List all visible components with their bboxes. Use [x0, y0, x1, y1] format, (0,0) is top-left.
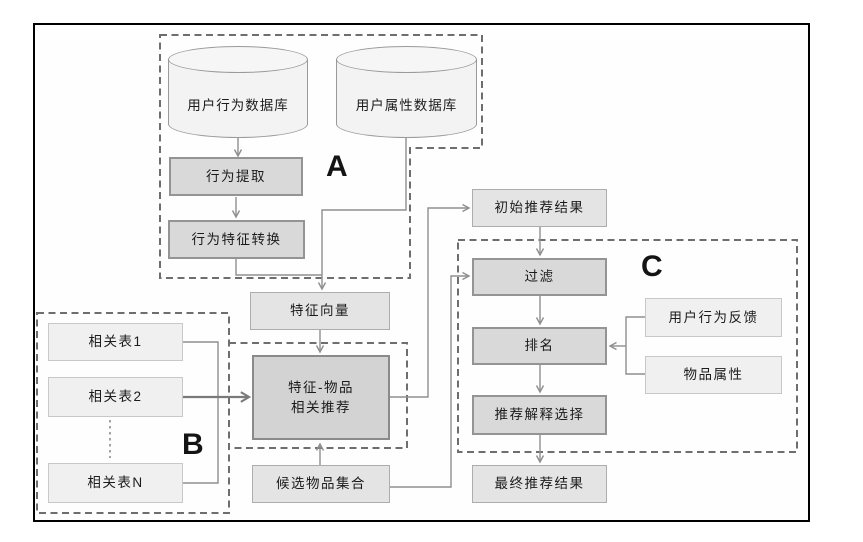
node-related-table-1: 相关表1 [48, 323, 183, 361]
node-ranking: 排名 [472, 327, 607, 365]
node-behavior-extract: 行为提取 [169, 157, 303, 196]
connector-attributedb-to-featurevector [317, 138, 407, 291]
node-initial-results: 初始推荐结果 [472, 189, 607, 227]
node-feature-item-recommend: 特征-物品 相关推荐 [252, 355, 390, 440]
node-final-results: 最终推荐结果 [472, 465, 607, 503]
connector-featureitem-to-initialresults [390, 203, 471, 398]
group-a-label: A [326, 150, 348, 183]
group-a-outline [159, 34, 483, 279]
node-user-feedback: 用户行为反馈 [645, 298, 782, 337]
node-filter: 过滤 [472, 258, 607, 296]
node-feature-vector: 特征向量 [250, 292, 390, 330]
node-label: 用户属性数据库 [355, 98, 458, 113]
node-label: 用户行为数据库 [187, 98, 289, 113]
group-c-outline [457, 239, 798, 453]
node-behavior-database: 用户行为数据库 [168, 46, 308, 138]
node-related-table-n: 相关表N [48, 463, 183, 503]
connector-candidates-to-filter [390, 271, 471, 488]
node-explanation-select: 推荐解释选择 [472, 395, 607, 435]
connector-feedback-to-junction [625, 316, 645, 346]
group-c-label: C [641, 250, 663, 283]
node-behavior-feature-convert: 行为特征转换 [168, 220, 305, 259]
node-related-table-2: 相关表2 [48, 377, 183, 417]
group-b-outline [36, 312, 230, 514]
node-item-attributes: 物品属性 [645, 356, 782, 394]
connector-tablen-to-junction [183, 397, 219, 484]
node-attribute-database: 用户属性数据库 [336, 46, 477, 138]
connector-convert-to-junction [235, 259, 322, 276]
node-candidate-items: 候选物品集合 [252, 465, 390, 503]
connector-itemattrs-to-junction [625, 346, 645, 375]
cylinder-top-ellipse [168, 46, 308, 73]
group-b-label: B [182, 428, 204, 461]
cylinder-top-ellipse [336, 46, 477, 73]
connector-table1-to-junction [183, 341, 219, 397]
